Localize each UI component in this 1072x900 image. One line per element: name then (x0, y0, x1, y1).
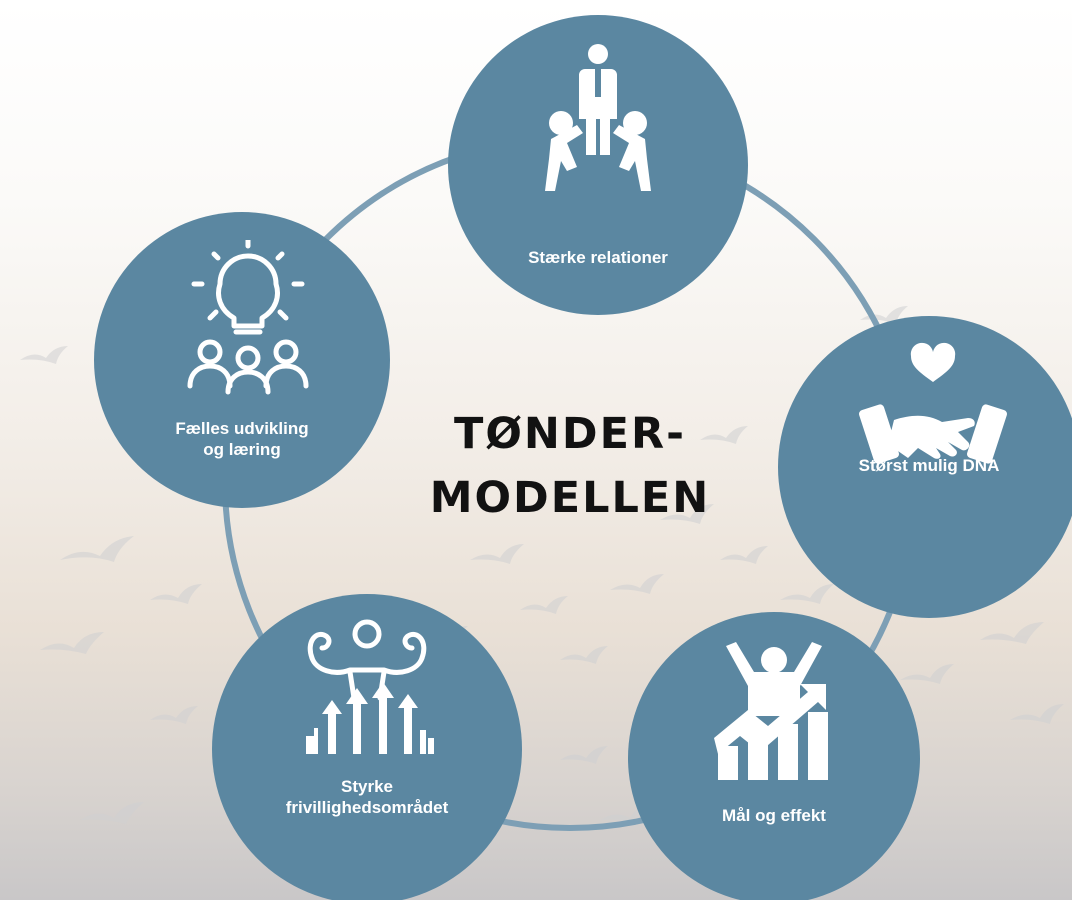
diagram-title: TØNDER- MODELLEN (390, 402, 750, 530)
node-styrke-frivillighed: Styrke frivillighedsområdet (212, 594, 522, 900)
title-line-2: MODELLEN (429, 473, 711, 523)
node-stoerst-mulig-dna: Størst mulig DNA (778, 316, 1072, 618)
lightbulb-team-icon (187, 240, 309, 395)
title-line-1: TØNDER- (454, 409, 686, 459)
label-line-2: og læring (203, 440, 281, 459)
node-staerke-relationer: Stærke relationer (448, 15, 748, 315)
label-line-1: Styrke (341, 777, 393, 796)
node-maal-og-effekt: Mål og effekt (628, 612, 920, 900)
label-line-2: frivillighedsområdet (285, 798, 449, 817)
label-line-1: Fælles udvikling (175, 419, 309, 438)
node-label-maal-og-effekt: Mål og effekt (722, 806, 826, 825)
node-label-stoerst-mulig-dna: Størst mulig DNA (858, 456, 1000, 475)
handshake-heart-icon (859, 342, 1007, 464)
node-label-styrke-frivillighed: Styrke frivillighedsområdet (212, 776, 522, 818)
growth-chart-person-icon (714, 642, 828, 780)
node-faelles-udvikling: Fælles udvikling og læring (94, 212, 390, 508)
node-label-staerke-relationer: Stærke relationer (528, 248, 668, 267)
strong-figure-arrows-icon (306, 619, 434, 754)
node-label-faelles-udvikling: Fælles udvikling og læring (94, 418, 390, 460)
people-lifting-icon (545, 44, 651, 191)
